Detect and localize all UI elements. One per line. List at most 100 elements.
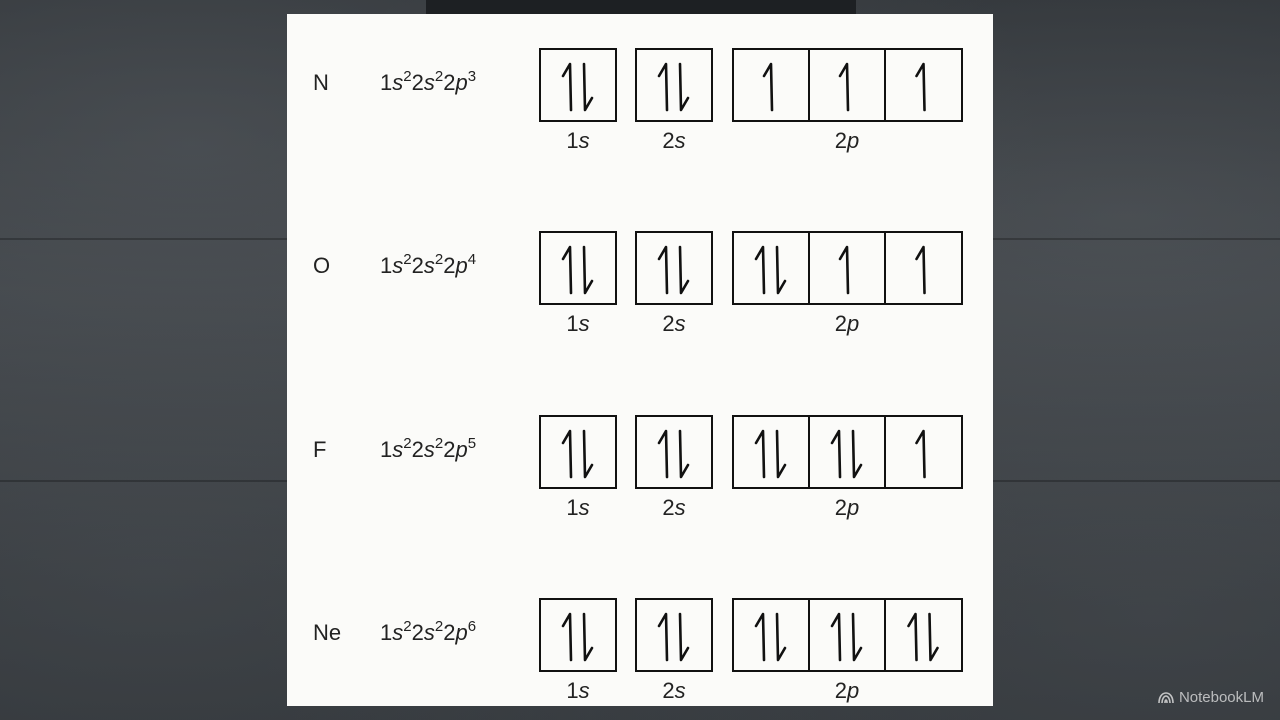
electron-configuration: 1s22s22p4 bbox=[380, 251, 477, 279]
orbital-box-2p bbox=[884, 48, 963, 122]
config-superscript: 2 bbox=[434, 68, 444, 85]
spin-down-arrow bbox=[678, 429, 690, 479]
config-superscript: 2 bbox=[434, 435, 444, 452]
orbital-box-2p bbox=[884, 598, 963, 672]
orbital-box-1s bbox=[539, 598, 617, 672]
electron-arrows bbox=[561, 612, 594, 662]
element-symbol: F bbox=[313, 437, 327, 462]
spin-up-arrow bbox=[915, 62, 926, 112]
subshell-letter: s bbox=[674, 678, 686, 703]
electron-arrows bbox=[838, 245, 850, 295]
spin-up-arrow bbox=[907, 612, 918, 662]
subshell-letter: s bbox=[578, 311, 590, 336]
subshell-letter: s bbox=[674, 311, 686, 336]
spin-up-arrow bbox=[561, 612, 573, 662]
config-superscript: 2 bbox=[403, 68, 412, 85]
orbital-box-2p bbox=[808, 231, 886, 305]
subshell-label-2s: 2s bbox=[644, 678, 704, 704]
config-orbital-letter: s bbox=[392, 437, 404, 462]
spin-down-arrow bbox=[851, 429, 863, 479]
electron-arrows bbox=[561, 62, 594, 112]
electron-arrows bbox=[830, 429, 863, 479]
electron-arrows bbox=[561, 429, 594, 479]
spin-up-arrow bbox=[754, 429, 766, 479]
subshell-number: 2 bbox=[662, 128, 675, 153]
config-superscript: 3 bbox=[467, 68, 477, 85]
subshell-label-2p: 2p bbox=[817, 678, 877, 704]
electron-arrows bbox=[657, 62, 690, 112]
config-orbital-letter: s bbox=[423, 437, 435, 462]
config-orbital-letter: p bbox=[455, 70, 468, 95]
subshell-label-1s: 1s bbox=[548, 128, 608, 154]
subshell-letter: s bbox=[674, 128, 686, 153]
config-superscript: 2 bbox=[403, 618, 412, 635]
subshell-number: 2 bbox=[834, 128, 847, 153]
config-superscript: 2 bbox=[434, 251, 444, 268]
electron-arrows bbox=[838, 62, 850, 112]
subshell-number: 2 bbox=[662, 495, 675, 520]
orbital-box-2p bbox=[884, 231, 963, 305]
subshell-number: 2 bbox=[834, 678, 847, 703]
spin-up-arrow bbox=[561, 62, 573, 112]
spin-up-arrow bbox=[838, 245, 850, 295]
orbital-box-2s bbox=[635, 415, 713, 489]
spin-up-arrow bbox=[762, 62, 774, 112]
subshell-label-1s: 1s bbox=[548, 311, 608, 337]
orbital-box-2p bbox=[884, 415, 963, 489]
watermark-text: NotebookLM bbox=[1178, 689, 1264, 706]
spin-down-arrow bbox=[928, 612, 939, 662]
electron-arrows bbox=[762, 62, 774, 112]
subshell-letter: p bbox=[847, 678, 860, 703]
spin-up-arrow bbox=[657, 62, 669, 112]
subshell-label-1s: 1s bbox=[548, 495, 608, 521]
config-superscript: 2 bbox=[403, 251, 412, 268]
config-shell-number: 1 bbox=[380, 253, 393, 278]
spin-up-arrow bbox=[561, 245, 573, 295]
subshell-letter: p bbox=[847, 311, 860, 336]
subshell-label-2s: 2s bbox=[644, 311, 704, 337]
spin-down-arrow bbox=[775, 612, 787, 662]
element-symbol: Ne bbox=[313, 620, 342, 645]
config-shell-number: 2 bbox=[443, 70, 456, 95]
spin-up-arrow bbox=[754, 612, 766, 662]
config-orbital-letter: s bbox=[423, 253, 435, 278]
orbital-box-1s bbox=[539, 48, 617, 122]
orbital-box-1s bbox=[539, 231, 617, 305]
spin-down-arrow bbox=[582, 62, 594, 112]
spin-down-arrow bbox=[678, 612, 690, 662]
spin-down-arrow bbox=[678, 62, 690, 112]
spin-up-arrow bbox=[830, 612, 842, 662]
subshell-label-1s: 1s bbox=[548, 678, 608, 704]
config-superscript: 4 bbox=[467, 251, 477, 268]
spin-down-arrow bbox=[582, 429, 594, 479]
spin-down-arrow bbox=[678, 245, 690, 295]
notebooklm-logo-icon bbox=[1158, 691, 1174, 703]
spin-up-arrow bbox=[838, 62, 850, 112]
electron-configuration: 1s22s22p3 bbox=[380, 68, 477, 96]
electron-arrows bbox=[657, 429, 690, 479]
spin-up-arrow bbox=[657, 429, 669, 479]
config-orbital-letter: s bbox=[392, 253, 404, 278]
config-orbital-letter: s bbox=[423, 70, 435, 95]
subshell-number: 2 bbox=[662, 678, 675, 703]
subshell-number: 2 bbox=[662, 311, 675, 336]
spin-up-arrow bbox=[657, 245, 669, 295]
config-shell-number: 2 bbox=[411, 70, 424, 95]
subshell-letter: p bbox=[847, 495, 860, 520]
spin-down-arrow bbox=[582, 612, 594, 662]
electron-arrows bbox=[754, 245, 787, 295]
config-orbital-letter: s bbox=[423, 620, 435, 645]
orbital-box-2p bbox=[808, 598, 886, 672]
spin-down-arrow bbox=[851, 612, 863, 662]
element-symbol: N bbox=[313, 70, 329, 95]
orbital-box-2s bbox=[635, 598, 713, 672]
electron-arrows bbox=[657, 245, 690, 295]
electron-configuration: 1s22s22p6 bbox=[380, 618, 476, 646]
config-shell-number: 2 bbox=[411, 437, 424, 462]
top-dark-strip bbox=[426, 0, 856, 14]
spin-up-arrow bbox=[754, 245, 766, 295]
config-superscript: 2 bbox=[403, 435, 412, 452]
